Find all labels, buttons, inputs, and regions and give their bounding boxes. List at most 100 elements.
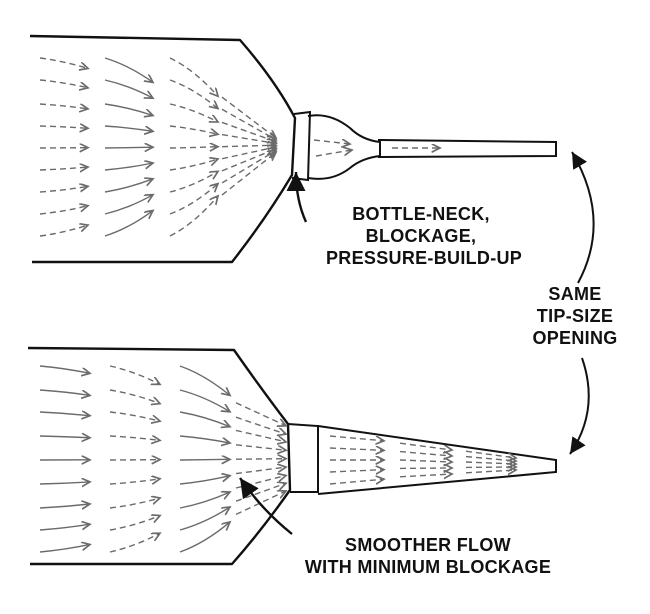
flow-arrow <box>179 522 230 553</box>
flow-arrow <box>313 140 350 144</box>
bottom-neck-collar <box>287 423 319 493</box>
flow-arrow <box>221 108 276 140</box>
same-opening-curved-arrow-lower <box>569 357 590 455</box>
flow-arrow <box>104 147 153 148</box>
flow-arrow <box>179 507 230 531</box>
flow-arrow <box>235 416 286 434</box>
flow-arrow <box>221 145 276 146</box>
flow-arrow <box>329 448 384 450</box>
flow-arrow <box>221 152 276 196</box>
flow-arrow <box>39 412 90 416</box>
flow-arrow <box>399 442 452 450</box>
flow-arrow <box>169 171 218 193</box>
bottom-bottle <box>27 346 557 566</box>
flow-arrow <box>109 516 160 531</box>
flow-arrow <box>465 470 516 473</box>
flow-arrow <box>109 389 160 404</box>
flow-arrow <box>221 96 276 138</box>
flow-arrow <box>235 459 286 460</box>
flow-arrow <box>179 435 230 443</box>
label-line: PRESSURE-BUILD-UP <box>326 248 523 268</box>
flow-arrow <box>39 524 90 531</box>
label-line: OPENING <box>532 328 618 348</box>
flow-arrow <box>109 411 160 421</box>
top-bottle-outline <box>29 34 297 264</box>
flow-arrow <box>39 482 90 484</box>
flow-arrow <box>39 186 88 193</box>
label-smoother-flow: SMOOTHER FLOW WITH MINIMUM BLOCKAGE <box>278 534 578 578</box>
flow-arrow <box>104 179 153 193</box>
flow-arrow <box>109 533 160 553</box>
flow-arrow <box>104 125 153 131</box>
flow-arrow <box>169 196 218 237</box>
label-line: BOTTLE-NECK, <box>352 204 490 224</box>
flow-arrow <box>104 163 153 171</box>
flow-arrow <box>329 435 384 441</box>
flow-arrow <box>179 492 230 509</box>
flow-arrow <box>39 365 90 373</box>
flow-arrow <box>179 476 230 485</box>
flow-arrow <box>39 57 88 68</box>
flow-arrow <box>179 459 230 460</box>
top-pointer-arrow <box>286 171 308 223</box>
flow-arrow <box>104 79 153 98</box>
flow-arrow <box>169 159 218 171</box>
flow-arrow <box>39 544 90 553</box>
flow-arrow <box>329 470 384 472</box>
flow-arrow <box>221 147 276 160</box>
flow-arrow <box>39 79 88 88</box>
label-line: BLOCKAGE, <box>365 226 477 246</box>
flow-arrow <box>399 474 452 477</box>
flow-arrow <box>104 103 153 115</box>
flow-arrow <box>39 167 88 170</box>
flow-arrow <box>329 479 384 484</box>
flow-arrow <box>235 483 286 502</box>
bottom-tapered-nozzle <box>317 425 557 495</box>
flow-arrow <box>465 462 516 464</box>
label-line: TIP-SIZE <box>536 306 614 326</box>
flow-arrow <box>109 479 160 484</box>
flow-arrow <box>179 411 230 427</box>
flow-arrow <box>235 444 286 451</box>
flow-arrow <box>465 450 516 458</box>
label-line: SAME <box>548 284 602 304</box>
label-same-opening: SAME TIP-SIZE OPENING <box>514 283 636 349</box>
flow-arrow <box>109 365 160 384</box>
flow-arrow <box>221 121 276 141</box>
top-bulb-cap <box>307 114 381 180</box>
flow-arrow <box>39 389 90 395</box>
flow-arrow <box>169 147 218 148</box>
label-line: WITH MINIMUM BLOCKAGE <box>304 557 552 577</box>
flow-arrow <box>315 150 352 157</box>
flow-arrow <box>179 389 230 412</box>
flow-arrow <box>39 103 88 109</box>
flow-arrow <box>399 450 452 456</box>
flow-arrow <box>399 460 452 462</box>
flow-arrow <box>235 429 286 442</box>
bottom-pointer-arrow <box>239 477 293 535</box>
flow-arrow <box>104 195 153 215</box>
flow-arrow <box>39 126 88 128</box>
flow-arrow <box>179 365 230 395</box>
flow-arrow <box>39 225 88 237</box>
flow-arrow <box>235 467 286 475</box>
flow-arrow <box>39 436 90 438</box>
flow-arrow <box>109 498 160 509</box>
flow-arrow <box>109 436 160 440</box>
flow-arrow <box>169 125 218 134</box>
bottom-flow-arrows <box>39 365 516 553</box>
top-nozzle-tube <box>377 139 557 158</box>
flow-arrow <box>39 504 90 508</box>
same-opening-curved-arrow <box>571 151 595 284</box>
label-line: SMOOTHER FLOW <box>345 535 511 555</box>
bottom-bottle-outline <box>27 346 292 566</box>
flow-arrow <box>235 402 286 426</box>
flow-arrow <box>104 57 153 82</box>
flow-arrow <box>169 103 218 122</box>
flow-arrow <box>169 184 218 215</box>
flow-arrow <box>221 151 276 184</box>
flow-arrow <box>169 57 218 96</box>
flow-arrow <box>169 79 218 109</box>
